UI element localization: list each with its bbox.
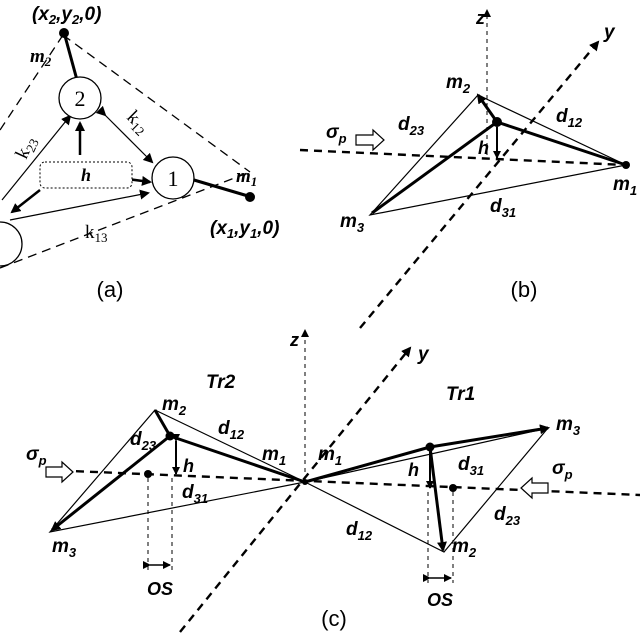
coord-1-label: (x1,y1,0) [210,218,279,241]
right-os-label: OS [427,590,453,610]
tr1-title: Tr1 [446,384,475,405]
left-projection-dot [144,470,152,478]
k13-label: k13 [85,222,108,245]
mass-m2-label: m2 [30,46,52,69]
spring-k23 [1,114,72,201]
left-center-atom [165,431,175,441]
right-m1-label: m1 [318,444,342,468]
sigma-arrow-right-c [520,476,549,500]
d31-label-b: d31 [490,196,516,220]
y-axis-b [359,40,600,329]
left-os-label: OS [147,579,173,599]
left-m2-label: m2 [162,394,187,418]
sigma-arrow-b [355,128,385,152]
panel-a: 2 1 h (x2,y2,0) (x1,y1,0) m2 m1 k23 k12 … [0,4,279,302]
k12-label: k12 [121,107,153,139]
right-bond-center-m2 [428,446,447,552]
right-bond-center-m1 [304,445,431,484]
m2-label-b: m2 [446,72,471,96]
left-bond-center-m1 [169,434,306,484]
left-d31-label: d31 [182,482,208,506]
m2-mass-dot [59,28,69,38]
left-m1-label: m1 [262,444,286,468]
y-axis-label-b: y [603,22,616,43]
right-projection-dot [449,484,457,492]
node-1-label: 1 [168,166,179,191]
node-2-label: 2 [75,86,86,111]
right-m3-label: m3 [556,414,581,438]
h-arrow-left [10,189,41,214]
y-axis-label-c: y [417,344,430,365]
panel-c: z y Tr2 Tr1 σp m2 d23 d12 [26,329,640,633]
left-h-label: h [183,456,194,476]
right-d31-label: d31 [458,454,484,478]
left-d23-label: d23 [130,429,157,453]
d23-label-b: d23 [398,114,425,138]
right-m2-label: m2 [452,536,477,560]
sigma-arrow-left-c [45,460,74,484]
right-center-atom [425,442,435,452]
bond-center-m1-b [496,120,627,167]
left-bond-center-m3 [50,434,171,532]
right-d23-label: d23 [494,504,521,528]
left-d12-label: d12 [218,418,245,442]
m1-dot-b [622,161,630,169]
node-2-circle [58,76,102,120]
m2-stick [63,35,79,81]
z-axis-label-b: z [475,8,485,28]
h-label-b: h [478,138,489,158]
k23-label: k23 [11,133,41,163]
d12-label-b: d12 [556,106,583,130]
right-h-label: h [408,460,419,480]
z-axis-label-c: z [289,330,299,350]
spring-k13 [9,189,150,221]
outer-dashed-triangle [0,34,64,131]
m3-label-b: m3 [340,211,365,235]
panel-a-caption: (a) [97,277,124,302]
h-label: h [81,165,91,185]
bond-center-m2-b [476,93,499,123]
left-triangle-outline [48,409,307,533]
y-axis-c [179,346,412,633]
panel-c-caption: (c) [321,606,347,631]
center-atom-b [492,117,502,127]
tr2-title: Tr2 [206,372,236,393]
node-3-partial-circle [0,221,23,267]
node-1-circle [151,156,195,200]
m1-label-b: m1 [613,174,637,198]
right-d12-label: d12 [346,519,373,543]
m1-stick [193,178,249,198]
left-bond-center-m2 [153,409,172,437]
m1-mass-dot [245,192,255,202]
sigma-label-right-c: σp [552,458,573,482]
spring-k12 [95,105,154,164]
sigma-label-b: σp [326,122,347,146]
sigma-label-left-c: σp [26,444,47,468]
origin-dot-c [302,479,308,485]
bond-center-m3-b [371,120,498,215]
h-label-box [39,161,133,189]
coord-2-label: (x2,y2,0) [32,4,101,27]
mass-m1-label: m1 [236,166,257,189]
triangle-outline-b [368,94,628,216]
outer-dashed-triangle-right [62,34,251,173]
panel-b-caption: (b) [511,277,538,302]
panel-b: z y h σp m2 m1 m3 d23 [299,8,637,329]
sigma-plane-line-b [299,148,627,167]
left-m3-label: m3 [52,536,77,560]
right-bond-center-m3 [429,424,550,449]
